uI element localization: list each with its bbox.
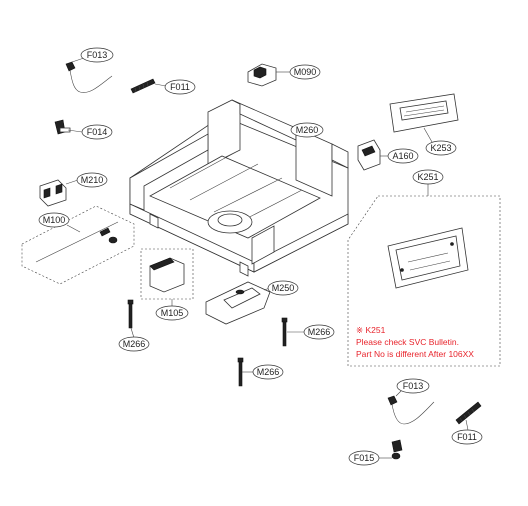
label-m266-right: M266 [303,324,335,340]
part-m090 [247,63,291,87]
group-m105 [140,248,194,306]
group-k251 [347,184,501,367]
label-f011-bottom: F011 [451,429,483,445]
label-m266-bottom: M266 [252,364,284,380]
svg-text:K251: K251 [417,172,438,182]
group-m100 [21,205,135,285]
svg-text:F011: F011 [170,82,190,92]
part-f015 [378,439,403,460]
svg-text:F014: F014 [87,127,108,137]
svg-text:F013: F013 [87,50,108,60]
note-line-3: Part No is different After 106XX [356,349,474,359]
label-m100: M100 [38,212,70,228]
svg-text:M100: M100 [43,215,66,225]
label-m266-left: M266 [118,336,150,352]
svg-text:M090: M090 [294,67,317,77]
note-line-2: Please check SVC Bulletin. [356,337,459,347]
label-k251-box: K251 [412,169,444,185]
part-f013-bottom [387,389,435,425]
note-line-1: ※ K251 [356,325,386,335]
part-m260-tub [129,99,349,277]
label-f013-top: F013 [80,47,114,63]
part-a160 [357,139,388,171]
label-f014: F014 [81,124,113,140]
svg-text:M250: M250 [272,283,295,293]
svg-text:F013: F013 [403,381,424,391]
label-f015: F015 [348,450,380,466]
part-f011-bottom [455,401,482,431]
svg-text:M260: M260 [296,125,319,135]
k251-note: ※ K251 Please check SVC Bulletin. Part N… [356,325,474,359]
label-f011-top: F011 [164,79,196,95]
svg-text:M105: M105 [161,308,184,318]
label-m105: M105 [155,305,189,321]
part-m266-screw-right [281,317,304,347]
label-k253: K253 [425,140,457,156]
part-m250 [205,281,271,325]
part-f014 [54,119,83,135]
svg-text:M266: M266 [308,327,331,337]
svg-text:M210: M210 [81,175,104,185]
part-f013-top [65,57,113,93]
part-f011-top [130,78,167,94]
svg-text:A160: A160 [392,151,413,161]
part-m210 [39,179,79,207]
label-m260: M260 [290,122,324,138]
svg-text:F015: F015 [354,453,375,463]
label-m250: M250 [267,280,299,296]
svg-text:M266: M266 [123,339,146,349]
label-m210: M210 [76,172,108,188]
part-m266-screw-left [127,299,135,339]
label-m090: M090 [289,64,321,80]
part-m266-screw-bottom [237,357,254,387]
svg-text:F011: F011 [457,432,477,442]
label-f013-bottom: F013 [396,378,430,394]
part-k253 [389,93,459,143]
svg-text:M266: M266 [257,367,280,377]
svg-text:K253: K253 [430,143,451,153]
label-a160: A160 [387,148,419,164]
